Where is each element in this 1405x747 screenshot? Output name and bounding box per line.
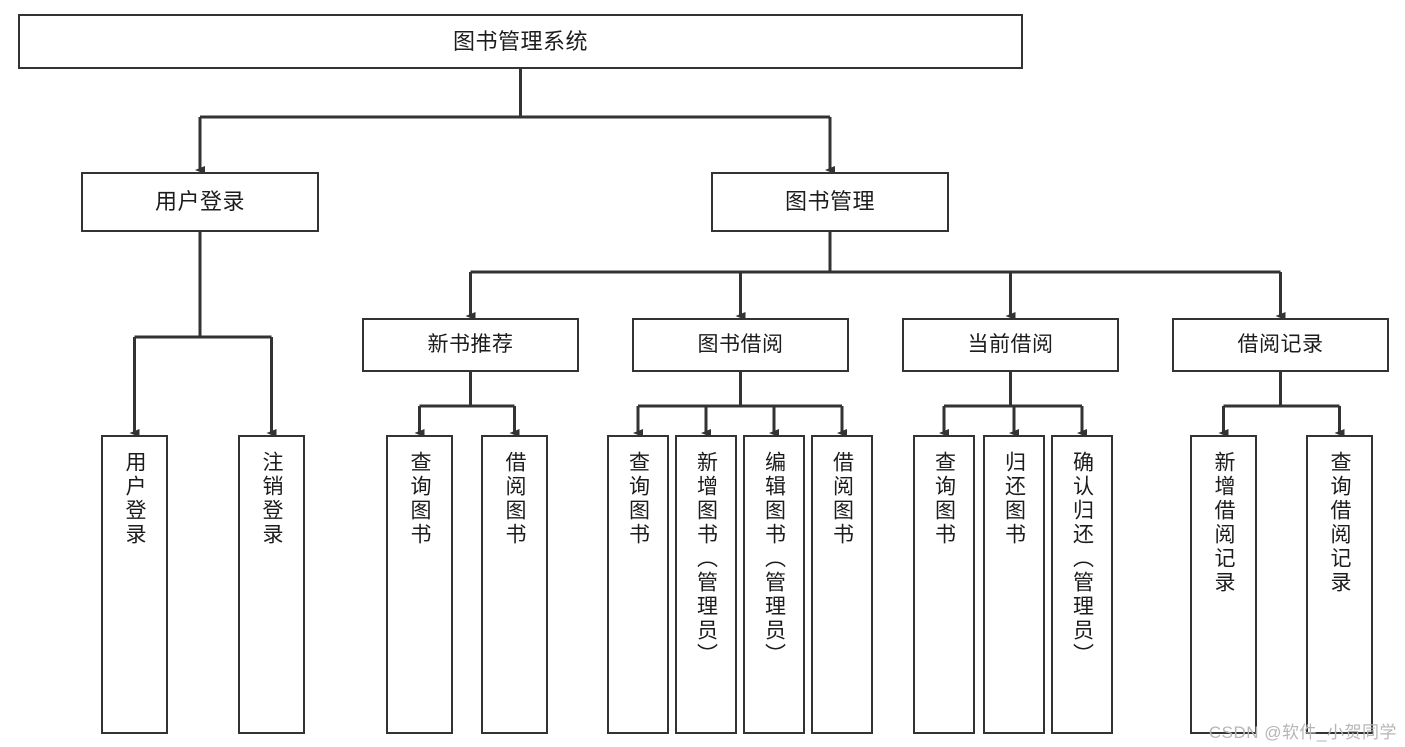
- node-label: 图书管理: [784, 189, 875, 215]
- node-box-leaf-12[interactable]: 新增借阅记录: [1190, 435, 1257, 734]
- node-box-root[interactable]: 图书管理系统: [18, 14, 1023, 69]
- node-box-l3-3[interactable]: 当前借阅: [902, 318, 1119, 372]
- node-label: 用户登录: [154, 189, 245, 215]
- node-label: 新书推荐: [427, 332, 514, 356]
- node-box-leaf-3[interactable]: 查询图书: [386, 435, 453, 734]
- node-box-leaf-2[interactable]: 注销登录: [238, 435, 305, 734]
- node-box-leaf-5[interactable]: 查询图书: [607, 435, 669, 734]
- node-label: 借阅图书: [830, 451, 854, 547]
- node-label: 新增借阅记录: [1212, 451, 1235, 595]
- node-box-leaf-8[interactable]: 借阅图书: [811, 435, 873, 734]
- node-label: 查询图书: [932, 451, 956, 547]
- node-box-leaf-11[interactable]: 确认归还（管理员）: [1051, 435, 1113, 734]
- node-box-leaf-7[interactable]: 编辑图书（管理员）: [743, 435, 805, 734]
- node-label: 查询借阅记录: [1328, 451, 1351, 595]
- node-box-l3-4[interactable]: 借阅记录: [1172, 318, 1389, 372]
- node-label: 编辑图书（管理员）: [762, 451, 786, 667]
- node-box-l2-1[interactable]: 用户登录: [81, 172, 319, 232]
- node-label: 新增图书（管理员）: [694, 451, 718, 667]
- node-box-leaf-4[interactable]: 借阅图书: [481, 435, 548, 734]
- node-label: 图书借阅: [697, 332, 784, 356]
- node-label: 图书管理系统: [452, 28, 588, 54]
- node-box-leaf-13[interactable]: 查询借阅记录: [1306, 435, 1373, 734]
- node-box-l2-2[interactable]: 图书管理: [711, 172, 949, 232]
- node-box-leaf-9[interactable]: 查询图书: [913, 435, 975, 734]
- node-label: 查询图书: [626, 451, 650, 547]
- node-box-l3-1[interactable]: 新书推荐: [362, 318, 579, 372]
- node-label: 借阅记录: [1237, 332, 1324, 356]
- node-label: 当前借阅: [967, 332, 1054, 356]
- node-label: 归还图书: [1002, 451, 1026, 547]
- node-label: 用户登录: [123, 451, 146, 547]
- node-box-l3-2[interactable]: 图书借阅: [632, 318, 849, 372]
- node-box-leaf-10[interactable]: 归还图书: [983, 435, 1045, 734]
- node-label: 注销登录: [260, 451, 283, 547]
- node-box-leaf-1[interactable]: 用户登录: [101, 435, 168, 734]
- node-label: 确认归还（管理员）: [1070, 451, 1094, 667]
- node-label: 查询图书: [408, 451, 431, 547]
- node-label: 借阅图书: [503, 451, 526, 547]
- watermark-text: CSDN @软件_小贺同学: [1208, 723, 1397, 742]
- node-box-leaf-6[interactable]: 新增图书（管理员）: [675, 435, 737, 734]
